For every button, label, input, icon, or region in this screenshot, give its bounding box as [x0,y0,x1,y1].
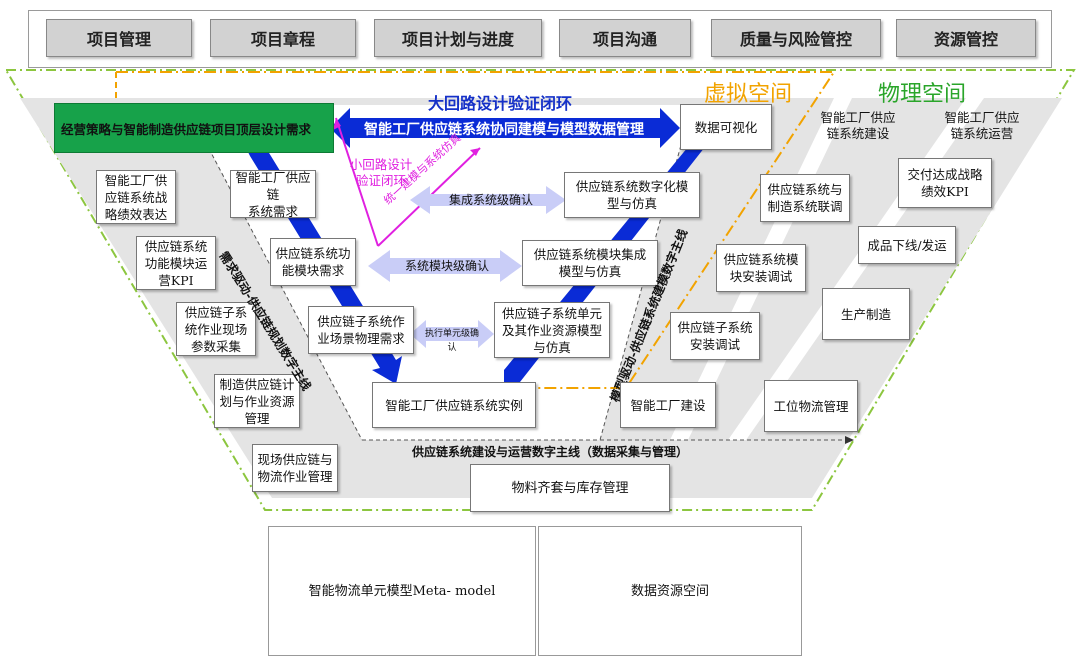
top-level-design-box[interactable]: 经营策略与智能制造供应链项目顶层设计需求 [54,103,334,153]
tab-communication[interactable]: 项目沟通 [559,19,691,57]
module-requirement-box[interactable]: 供应链系统功 能模块需求 [270,238,356,286]
tab-quality-risk[interactable]: 质量与风险管控 [711,19,881,57]
material-inventory-box[interactable]: 物料齐套与库存管理 [470,464,670,512]
system-instance-box[interactable]: 智能工厂供应链系统实例 [372,382,536,428]
delivery-kpi-box[interactable]: 交付达成战略 绩效KPI [898,158,992,208]
tab-project-management[interactable]: 项目管理 [46,19,192,57]
construction-header: 智能工厂供应 链系统建设 [820,110,896,141]
confirm-integrated-label: 集成系统级确认 [448,193,533,207]
confirm-arrow-2 [368,250,522,282]
unit-resource-model-box[interactable]: 供应链子系统单元 及其作业资源模型 与仿真 [494,302,610,358]
confirm-module-label: 系统模块级确认 [404,259,489,273]
module-kpi-box[interactable]: 供应链系统 功能模块运 营KPI [136,236,216,290]
tab-resource-control[interactable]: 资源管控 [896,19,1036,57]
module-integration-model-box[interactable]: 供应链系统模块集成 模型与仿真 [522,240,658,286]
confirm-unit-label: 执行单元级确认 [424,329,479,353]
meta-model-box[interactable]: 智能物流单元模型Meta- model [268,526,536,656]
module-install-box[interactable]: 供应链系统模 块安装调试 [716,244,806,292]
tab-plan-schedule[interactable]: 项目计划与进度 [374,19,542,57]
factory-construction-box[interactable]: 智能工厂建设 [620,382,716,428]
top-arrow-label: 智能工厂供应链系统协同建模与模型数据管理 [364,122,644,138]
virtual-space-label: 虚拟空间 [704,82,793,107]
operation-header: 智能工厂供应 链系统运营 [944,110,1020,141]
data-visualization-box[interactable]: 数据可视化 [680,104,772,150]
physical-requirement-box[interactable]: 供应链子系统作 业场景物理需求 [308,306,414,354]
system-requirement-box[interactable]: 智能工厂供应链 系统需求 [230,170,316,219]
joint-debug-box[interactable]: 供应链系统与 制造系统联调 [760,174,850,222]
data-resource-space-box[interactable]: 数据资源空间 [538,526,802,656]
parameter-collection-box[interactable]: 供应链子系 统作业现场 参数采集 [176,302,256,356]
digital-model-box[interactable]: 供应链系统数字化模 型与仿真 [564,172,700,218]
magenta-loop-left [335,117,379,247]
logistics-operation-box[interactable]: 现场供应链与 物流作业管理 [252,444,338,492]
tab-project-charter[interactable]: 项目章程 [210,19,356,57]
physical-space-label: 物理空间 [878,82,967,107]
bottom-thread-arrowhead [845,436,854,444]
confirm-arrow-3 [410,320,494,348]
subsystem-install-box[interactable]: 供应链子系统 安装调试 [670,312,760,360]
resource-management-box[interactable]: 制造供应链计 划与作业资源 管理 [214,374,300,428]
finished-goods-box[interactable]: 成品下线/发运 [858,226,956,264]
top-double-arrow [330,108,680,148]
workstation-logistics-box[interactable]: 工位物流管理 [764,380,858,432]
bottom-thread-label: 供应链系统建设与运营数字主线（数据采集与管理） [412,445,689,459]
big-loop-label: 大回路设计验证闭环 [428,94,573,113]
magenta-arrowhead [470,148,480,156]
confirm-arrow-1 [410,186,566,214]
magenta-arrowhead-2 [333,118,341,130]
small-loop-label: 小回路设计 验证闭环 [349,157,413,188]
strategy-performance-box[interactable]: 智能工厂供 应链系统战 略绩效表达 [96,170,176,224]
production-box[interactable]: 生产制造 [822,288,910,340]
